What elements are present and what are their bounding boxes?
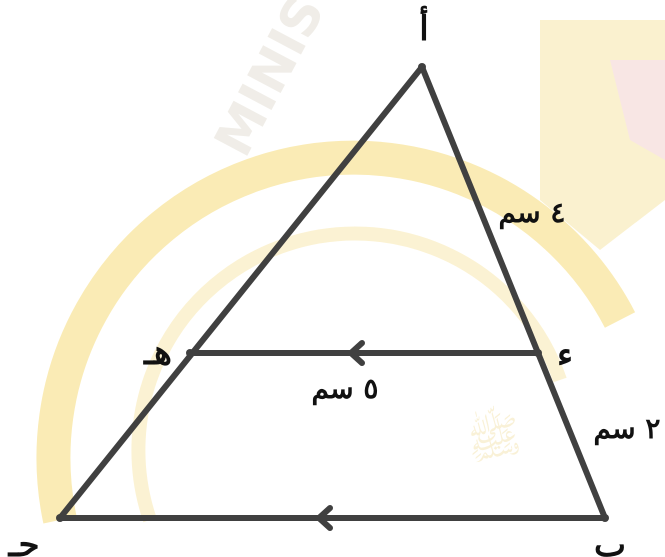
watermark-arc: [36, 140, 636, 524]
vertex-b-point: [601, 514, 609, 522]
watermark-seal: [610, 60, 665, 160]
watermark-text: MINISTRY OF: [204, 0, 435, 166]
vertex-e-point: [186, 349, 194, 357]
triangle: [57, 64, 608, 521]
side-ac: [57, 64, 425, 521]
vertex-d-point: [534, 349, 542, 357]
measurement-ad: ٤ سم: [499, 196, 566, 230]
vertex-label-c: جـ: [8, 525, 40, 557]
vertex-label-e: هـ: [143, 333, 172, 373]
vertex-label-b: ب: [594, 525, 626, 557]
parallel-arrow-bc-icon: [316, 505, 333, 531]
side-ab: [419, 64, 608, 521]
measurement-db: ٢ سم: [594, 412, 661, 446]
vertex-label-d: ء: [557, 335, 573, 375]
vertex-a-point: [418, 63, 426, 71]
watermark-calligraphy: ﷺ: [460, 401, 527, 471]
parallel-arrow-de-icon: [348, 340, 365, 366]
vertex-c-point: [56, 514, 64, 522]
vertex-label-a: أ: [419, 6, 428, 49]
measurement-de: ٥ سم: [312, 372, 379, 406]
